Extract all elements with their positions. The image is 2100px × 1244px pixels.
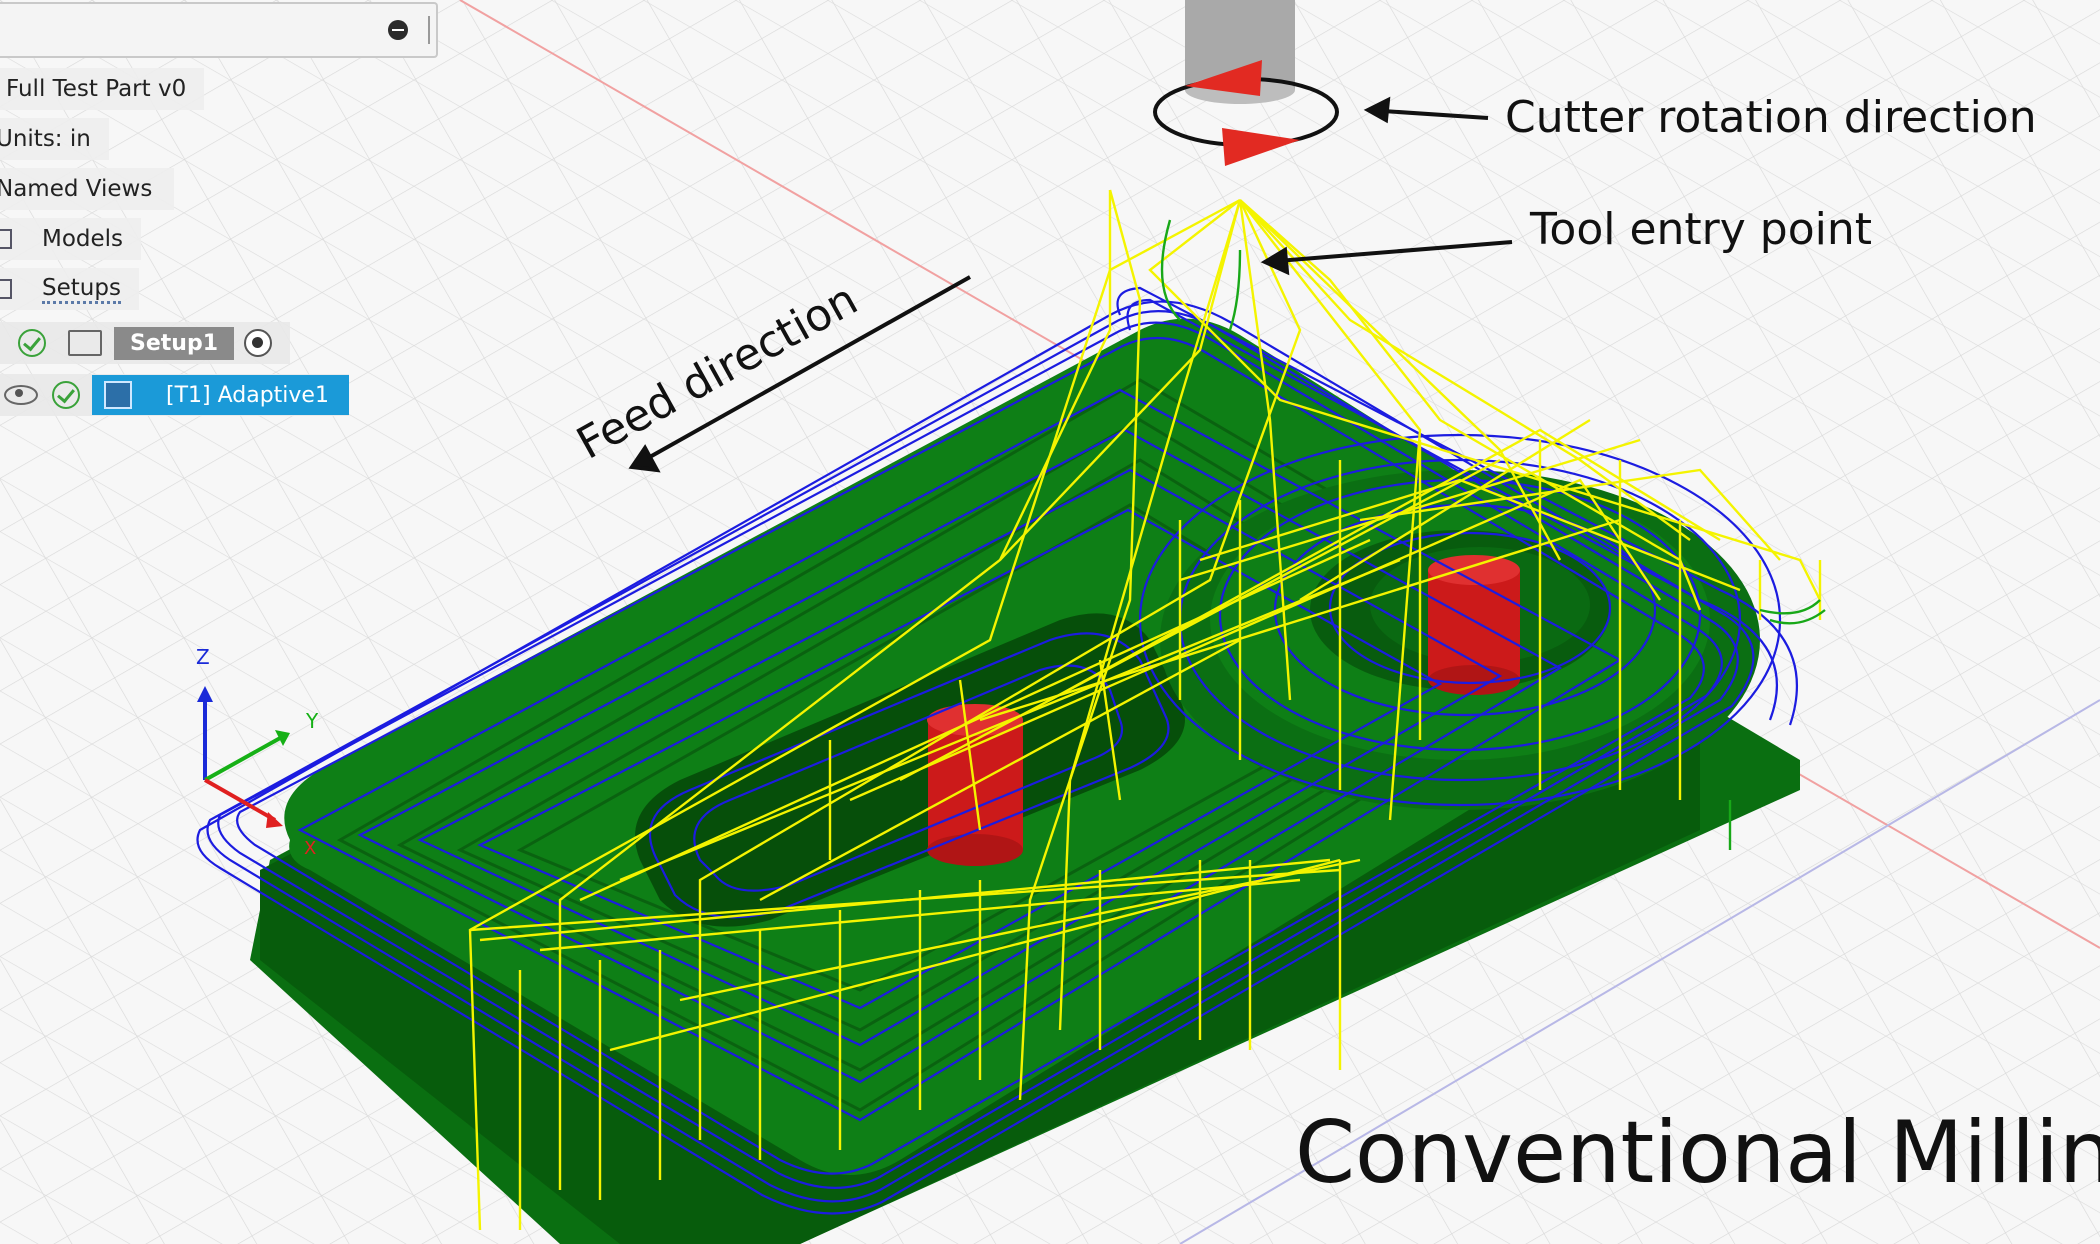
lead-paths [1160, 219, 1826, 850]
conventional-milling-title: Conventional Milling [1295, 1103, 2100, 1203]
annotation-arrows [628, 96, 1513, 473]
collapse-icon[interactable] [388, 20, 408, 40]
tree-item-label: Named Views [0, 176, 153, 202]
setups-icon [0, 279, 12, 299]
panel-divider [428, 16, 430, 44]
tree-item-units[interactable]: Units: in [0, 118, 109, 160]
rotation-arrow-bottom-icon [1222, 128, 1300, 166]
toolpath-op-icon [104, 381, 132, 409]
check-icon [18, 329, 46, 357]
browser-search-bar[interactable] [0, 2, 438, 58]
activate-setup-icon[interactable] [244, 329, 272, 357]
drilled-holes [927, 555, 1520, 866]
tree-item-label: Setups [42, 275, 121, 304]
operation-label-text: [T1] Adaptive1 [166, 382, 329, 408]
operation-label: [T1] Adaptive1 [92, 375, 349, 415]
browser-panel: Full Test Part v0 Units: in Named Views … [0, 0, 460, 430]
check-icon [52, 381, 80, 409]
tree-item-document[interactable]: Full Test Part v0 [0, 68, 205, 110]
tree-item-adaptive1[interactable]: [T1] Adaptive1 [0, 374, 349, 416]
setup-label: Setup1 [114, 326, 234, 360]
tree-item-models[interactable]: Models [0, 218, 142, 260]
axis-triad[interactable]: Z Y X [196, 645, 319, 859]
tree-item-setups[interactable]: Setups [0, 268, 139, 310]
axis-x-label: X [304, 838, 316, 859]
models-icon [0, 229, 12, 249]
axis-z-label: Z [196, 645, 210, 669]
cutter-rotation-label: Cutter rotation direction [1505, 92, 2037, 143]
tree-item-label: Models [42, 226, 124, 252]
tree-item-setup1[interactable]: Setup1 [0, 322, 290, 364]
folder-icon [68, 330, 102, 356]
rapid-toolpaths [468, 189, 1822, 1231]
tree-item-named-views[interactable]: Named Views [0, 168, 175, 210]
axis-y-label: Y [305, 709, 319, 733]
eye-pupil [15, 389, 23, 397]
visibility-eye-icon[interactable] [4, 385, 38, 405]
tree-item-label: Units: in [0, 126, 91, 152]
tree-item-label: Full Test Part v0 [6, 76, 187, 102]
tool-entry-label: Tool entry point [1529, 204, 1872, 255]
cutting-tool [1153, 0, 1339, 166]
rotation-arrow-top-icon [1185, 60, 1262, 96]
